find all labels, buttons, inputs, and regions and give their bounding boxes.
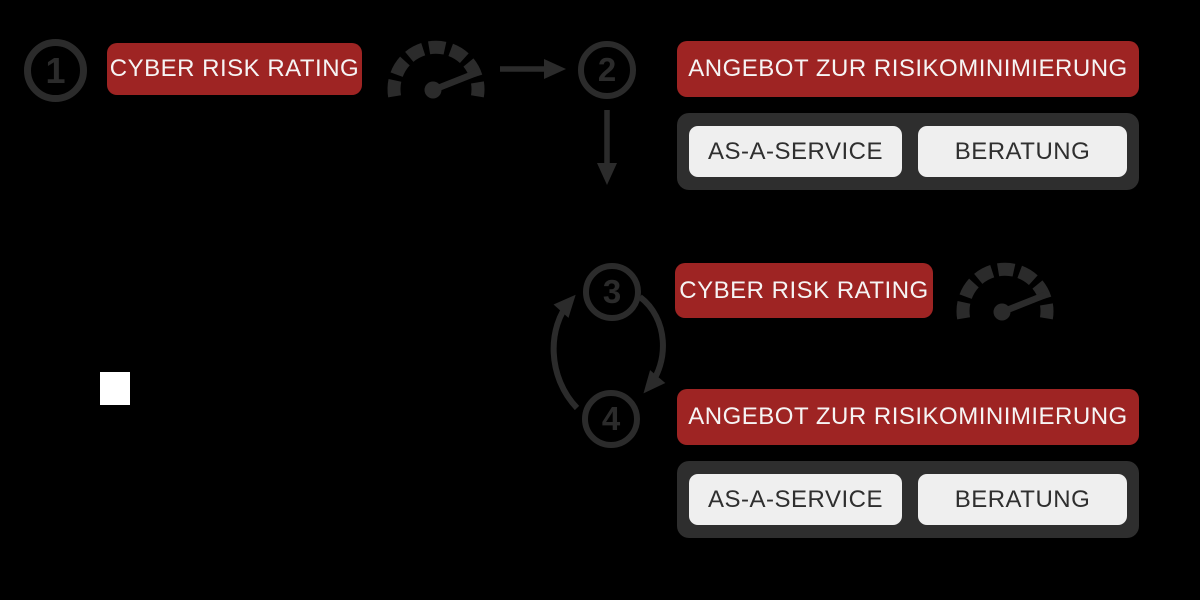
cyber-risk-rating-button-2: CYBER RISK RATING: [675, 263, 933, 318]
speedometer-gauge-icon: [387, 40, 485, 99]
as-a-service-label-2: AS-A-SERVICE: [708, 485, 883, 513]
risk-offer-header-label-2: ANGEBOT ZUR RISIKOMINIMIERUNG: [688, 403, 1128, 430]
as-a-service-button-1: AS-A-SERVICE: [689, 126, 902, 177]
as-a-service-button-2: AS-A-SERVICE: [689, 474, 902, 525]
risk-offer-header-label-1: ANGEBOT ZUR RISIKOMINIMIERUNG: [688, 55, 1128, 82]
step-4-number: 4: [601, 400, 621, 437]
beratung-label-2: BERATUNG: [954, 485, 1091, 513]
as-a-service-label-1: AS-A-SERVICE: [708, 137, 883, 165]
step-3-number: 3: [602, 273, 622, 310]
options-container-1: AS-A-SERVICE BERATUNG: [677, 113, 1139, 190]
step-2-number-badge: 2: [578, 41, 636, 99]
risk-offer-header-2: ANGEBOT ZUR RISIKOMINIMIERUNG: [677, 389, 1139, 445]
cycle-arrow-down-icon: [638, 294, 666, 394]
options-container-2: AS-A-SERVICE BERATUNG: [677, 461, 1139, 538]
beratung-label-1: BERATUNG: [954, 137, 1091, 165]
risk-offer-header-1: ANGEBOT ZUR RISIKOMINIMIERUNG: [677, 41, 1139, 97]
cyber-risk-rating-button-1: CYBER RISK RATING: [107, 43, 362, 95]
cyber-risk-rating-label-2: CYBER RISK RATING: [679, 276, 929, 304]
step-3-number-badge: 3: [583, 263, 641, 321]
cycle-arrow-up-icon: [550, 294, 580, 411]
cyber-risk-rating-label-1: CYBER RISK RATING: [109, 55, 360, 82]
beratung-button-2: BERATUNG: [918, 474, 1127, 525]
step-1-number: 1: [45, 49, 66, 91]
step-1-number-badge: 1: [24, 39, 87, 102]
beratung-button-1: BERATUNG: [918, 126, 1127, 177]
speedometer-gauge-icon-2: [956, 262, 1054, 321]
white-square-artifact: [100, 372, 130, 405]
step-2-number: 2: [597, 51, 617, 88]
step-4-number-badge: 4: [582, 390, 640, 448]
